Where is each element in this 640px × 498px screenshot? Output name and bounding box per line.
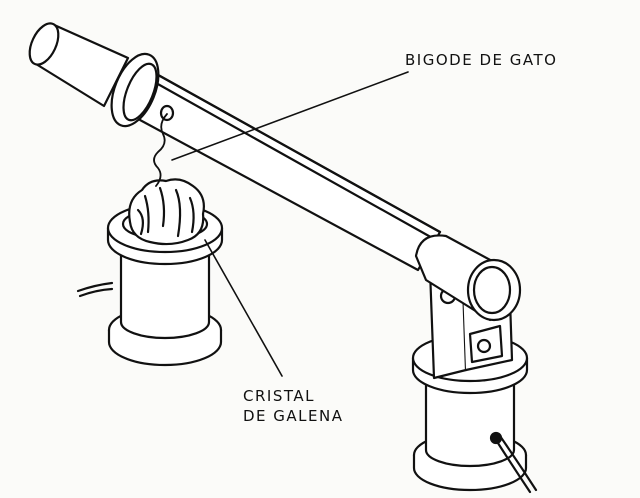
galena-crystal-label: CRISTAL DE GALENA	[243, 386, 353, 426]
pivot-arm	[28, 22, 442, 272]
cat-whisker-label: BIGODE DE GATO	[405, 51, 558, 69]
crystal-label-line-1: CRISTAL	[243, 387, 315, 405]
crystal-leader-line	[204, 239, 283, 377]
left-lead-wire	[76, 281, 114, 293]
cat-whisker-wire	[153, 113, 168, 187]
whisker-leader-line	[171, 71, 409, 161]
pivot-support-post	[411, 234, 538, 494]
galena-crystal	[128, 178, 205, 246]
right-lead-wire	[494, 438, 532, 494]
crystal-label-line-2: DE GALENA	[243, 407, 344, 425]
